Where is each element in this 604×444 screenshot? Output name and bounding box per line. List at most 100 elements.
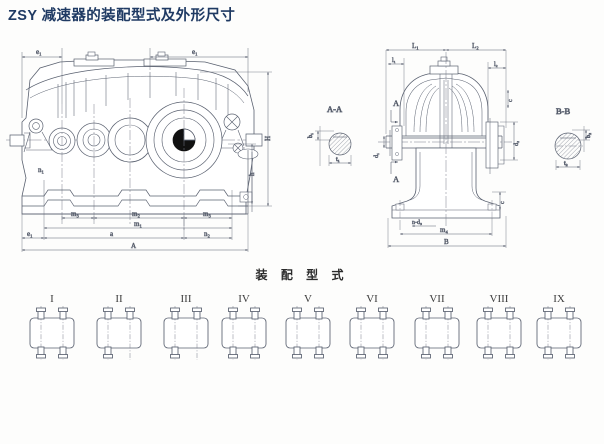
dim-L2: L₂: [472, 42, 479, 50]
shaft-stub-up: [422, 310, 430, 320]
front-view-dimensions: e₁ e₁ n₁ m₃ m₂ m₃ m₁ e₁ a n₂: [21, 48, 272, 252]
assembly-type-iv[interactable]: [221, 306, 267, 360]
assembly-type-label: III: [181, 293, 192, 305]
shaft-stub-up: [126, 310, 134, 320]
shaft-flange-up: [170, 307, 180, 312]
assembly-type-ii[interactable]: [96, 306, 142, 360]
dim-m2-center: m₂: [132, 210, 140, 218]
shaft-flange-up: [125, 307, 135, 312]
assembly-housing: [349, 317, 395, 349]
section-aa-group: A-A t₁ b₁: [308, 104, 352, 166]
shaft-flange-down: [565, 354, 575, 359]
shaft-stub-up: [357, 310, 365, 320]
assembly-housing: [29, 317, 75, 349]
dim-e1-top-left: e₁: [36, 48, 42, 56]
shaft-stub-up: [566, 310, 574, 320]
shaft-stub-down: [37, 346, 45, 356]
shaft-stub-down: [315, 346, 323, 356]
shaft-stub-down: [59, 346, 67, 356]
assembly-housing: [221, 317, 267, 349]
shaft-flange-up: [565, 307, 575, 312]
dim-A-overall: A: [131, 242, 136, 250]
dim-c-upper: c: [508, 99, 514, 102]
assembly-housing: [96, 317, 142, 349]
dim-h: h: [248, 172, 256, 176]
shaft-flange-up: [192, 307, 202, 312]
assembly-type-v[interactable]: [285, 306, 331, 360]
shaft-flange-down: [505, 354, 515, 359]
dim-l1: l₁: [392, 58, 396, 64]
dim-B-overall: B: [444, 238, 449, 246]
shaft-flange-up: [58, 307, 68, 312]
dim-c-lower: c: [500, 201, 506, 204]
shaft-flange-down: [36, 354, 46, 359]
shaft-flange-up: [314, 307, 324, 312]
dim-b2: b₂: [586, 133, 592, 138]
assembly-type-label: IX: [553, 293, 565, 305]
shaft-flange-down: [421, 354, 431, 359]
shaft-flange-down: [356, 354, 366, 359]
shaft-flange-down: [483, 354, 493, 359]
assembly-type-vi[interactable]: [349, 306, 395, 360]
shaft-stub-up: [484, 310, 492, 320]
dim-m4: m₄: [440, 226, 448, 234]
shaft-stub-up: [104, 310, 112, 320]
assembly-housing: [285, 317, 331, 349]
dim-b1: b₁: [308, 133, 314, 138]
shaft-stub-up: [506, 310, 514, 320]
shaft-stub-up: [37, 310, 45, 320]
assembly-type-iii[interactable]: [163, 306, 209, 360]
assembly-housing: [414, 317, 460, 349]
shaft-stub-down: [171, 346, 179, 356]
shaft-flange-up: [483, 307, 493, 312]
shaft-stub-down: [566, 346, 574, 356]
assembly-type-label: I: [50, 293, 54, 305]
assembly-type-viii[interactable]: [476, 306, 522, 360]
shaft-flange-up: [543, 307, 553, 312]
shaft-stub-up: [193, 310, 201, 320]
shaft-flange-up: [36, 307, 46, 312]
shaft-flange-up: [228, 307, 238, 312]
shaft-stub-up: [315, 310, 323, 320]
title-bar: ZSY 减速器的装配型式及外形尺寸: [8, 6, 308, 28]
shaft-flange-up: [421, 307, 431, 312]
dim-a: a: [110, 230, 114, 238]
assembly-type-i[interactable]: [29, 306, 75, 360]
assembly-housing: [476, 317, 522, 349]
dim-e1-top-right: e₁: [192, 48, 198, 56]
shaft-flange-down: [292, 354, 302, 359]
assembly-type-label: II: [115, 293, 123, 305]
assembly-type-ix[interactable]: [536, 306, 582, 360]
shaft-stub-up: [293, 310, 301, 320]
assembly-type-vii[interactable]: [414, 306, 460, 360]
shaft-stub-up: [379, 310, 387, 320]
dim-d2: d₂: [514, 141, 520, 146]
shaft-flange-up: [378, 307, 388, 312]
shaft-flange-down: [170, 354, 180, 359]
shaft-flange-up: [103, 307, 113, 312]
shaft-stub-down: [251, 346, 259, 356]
section-aa-label: A-A: [327, 104, 343, 114]
dim-d1: d₁: [374, 153, 380, 158]
dim-e1-bottom: e₁: [27, 230, 33, 238]
dim-t2: t₂: [564, 161, 568, 167]
shaft-stub-up: [444, 310, 452, 320]
shaft-flange-up: [250, 307, 260, 312]
assembly-housing: [536, 317, 582, 349]
assembly-types-heading: 装 配 型 式: [255, 268, 349, 282]
shaft-stub-down: [104, 346, 112, 356]
dim-H: H: [264, 136, 272, 141]
shaft-flange-up: [356, 307, 366, 312]
shaft-stub-down: [293, 346, 301, 356]
shaft-stub-down: [484, 346, 492, 356]
side-view-dimensions: L₁ L₂ l₁ l₂ A A d₁ d₂: [374, 42, 520, 248]
front-view-group: [6, 51, 268, 232]
shaft-flange-down: [314, 354, 324, 359]
shaft-stub-down: [506, 346, 514, 356]
shaft-stub-up: [544, 310, 552, 320]
shaft-stub-up: [229, 310, 237, 320]
dim-n2: n₂: [204, 230, 211, 238]
assembly-type-label: VII: [429, 293, 445, 305]
